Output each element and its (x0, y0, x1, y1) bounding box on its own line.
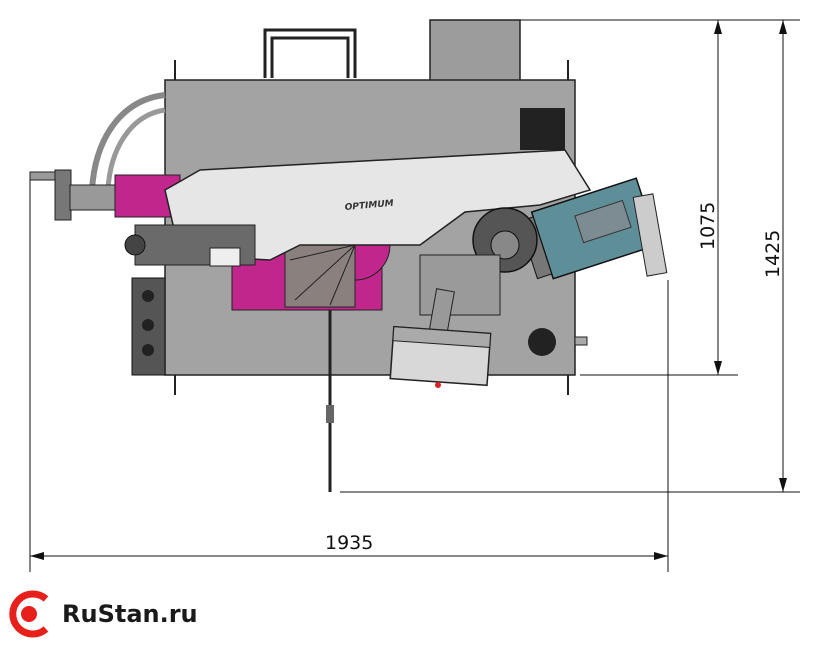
coolant-box (389, 325, 492, 387)
carry-handle (263, 28, 357, 78)
top-housing (429, 19, 521, 83)
dim-width: 1935 (325, 532, 373, 554)
dim-depth: 1075 (697, 202, 719, 250)
dimension-lines (29, 19, 800, 572)
window-dark (520, 108, 565, 150)
logo-text: RuStan.ru (62, 600, 198, 628)
rustan-logo-icon (9, 590, 49, 638)
feet (174, 60, 569, 395)
brand-label: OPTIMUM (344, 199, 394, 213)
dim-overall-depth: 1425 (762, 230, 784, 278)
pressure-knob (528, 328, 556, 356)
hose (89, 92, 166, 191)
